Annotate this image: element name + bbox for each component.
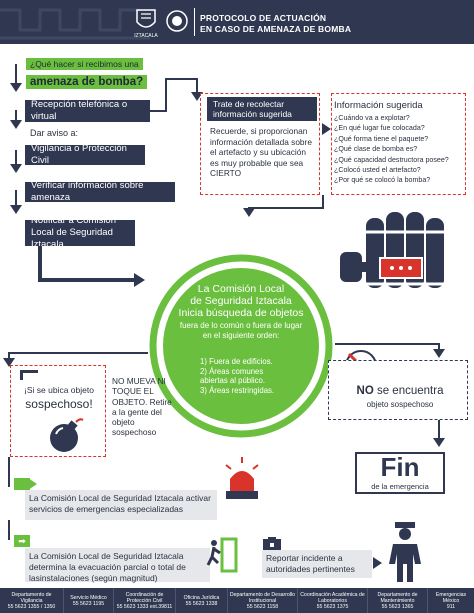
report-box: Reportar incidente a autoridades pertine…: [262, 550, 372, 578]
suggested-item: ¿Qué clase de bomba es?: [334, 145, 418, 154]
suggested-item: ¿Qué forma tiene el paquete?: [334, 134, 429, 143]
commission-step: Notificar a Comisión Local de Seguridad …: [25, 215, 135, 250]
header-pattern: [0, 8, 150, 40]
verify-step: Verificar información sobre amenaza: [25, 180, 175, 203]
suggested-info-title: Información sugerida: [334, 100, 423, 111]
collect-info-title: Trate de recolectar información sugerida: [207, 97, 317, 121]
found-object-text: ¡Si se ubica objeto sospechoso!: [24, 385, 94, 411]
question-banner: ¿Qué hacer si recibimos una amenaza de b…: [26, 54, 148, 90]
notify-label: Dar aviso a:: [30, 128, 79, 138]
siren-icon: [225, 457, 259, 499]
footer-bar: [0, 588, 474, 613]
activate-services-box: La Comisión Local de Seguridad Iztacala …: [25, 490, 217, 520]
bomb-icon: [50, 418, 84, 452]
evacuate-box: La Comisión Local de Seguridad Iztacala …: [25, 548, 210, 583]
suggested-item: ¿Por qué se colocó la bomba?: [334, 176, 431, 185]
suggested-info-box: [331, 93, 466, 195]
fin-box: Fin de la emergencia: [355, 452, 445, 494]
footer-contact: Departamento de Desarrollo Institucional…: [228, 588, 298, 613]
page-title: PROTOCOLO DE ACTUACIÓN EN CASO DE AMENAZ…: [200, 13, 352, 34]
suggested-item: ¿En qué lugar fue colocada?: [334, 124, 425, 133]
evacuation-sign-icon: ➡: [14, 535, 30, 547]
unam-logo-icon: [136, 9, 156, 28]
suggested-item: ¿Cuándo va a explotar?: [334, 114, 410, 122]
report-folder-icon: [263, 537, 281, 551]
reception-step: Recepción telefónica o virtual: [25, 99, 150, 122]
vigilance-step: Vigilancia o Protección Civil: [25, 143, 145, 166]
header-bar: IZTACALA PROTOCOLO DE ACTUACIÓN EN CASO …: [0, 0, 474, 44]
seal-icon: [166, 10, 188, 32]
do-not-touch-warning: NO MUEVA NI TOQUE EL OBJETO. Retire a la…: [112, 376, 172, 438]
logo-text: IZTACALA: [134, 33, 158, 39]
bomb-pack-icon: [340, 212, 448, 288]
police-officer-icon: [389, 522, 421, 582]
search-circle-text: La Comisión Local de Seguridad Iztacala …: [178, 283, 304, 340]
suggested-list: ¿Cuándo va a explotar? ¿En qué lugar fue…: [334, 113, 449, 186]
search-order-list: 1) Fuera de edificios. 2) Áreas comunes …: [200, 357, 275, 395]
suggested-item: ¿Qué capacidad destructora posee?: [334, 155, 449, 164]
not-found-box: [328, 360, 468, 420]
collect-info-body: Recuerde, si proporcionan información de…: [210, 126, 312, 178]
search-circle: [149, 254, 333, 438]
exit-door-icon: [206, 537, 238, 573]
not-found-text: NO se encuentra objeto sospechoso: [356, 385, 444, 409]
suggested-item: ¿Colocó usted el artefacto?: [334, 166, 421, 175]
